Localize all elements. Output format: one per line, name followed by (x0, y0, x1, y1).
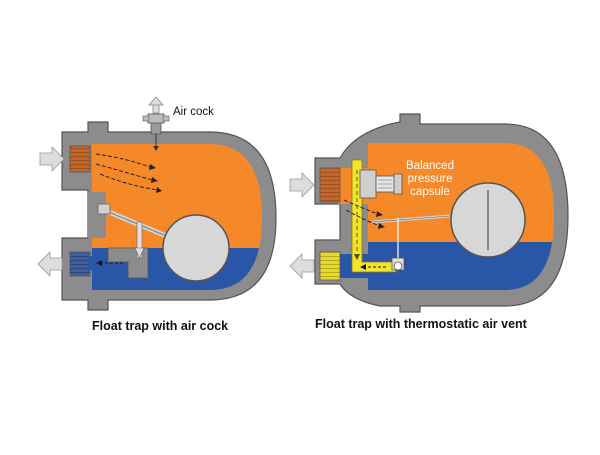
balanced-pressure-capsule (359, 169, 403, 199)
air-cock-label: Air cock (173, 106, 214, 118)
right-diagram-caption: Float trap with thermostatic air vent (315, 317, 527, 331)
capsule-label-line-3: capsule (410, 186, 450, 198)
left-outlet-thread (69, 251, 91, 277)
left-body-web (88, 192, 106, 238)
capsule-label-line-2: pressure (407, 173, 453, 185)
air-cock (142, 113, 170, 151)
left-float-trap (37, 96, 277, 311)
right-flow-arrow-icon (343, 199, 381, 227)
capsule-label-line-1: Balanced (406, 160, 454, 172)
left-inlet-arrow-icon (39, 146, 65, 172)
right-inlet-thread (319, 167, 341, 203)
left-outlet-arrow-icon (37, 251, 63, 277)
air-cock-vent-arrow-icon (148, 96, 164, 114)
left-inlet-thread (69, 145, 91, 173)
capsule-label: Balanced pressure capsule (398, 160, 462, 199)
left-arm-pivot (97, 203, 111, 215)
right-outlet-arrow-icon (289, 253, 315, 279)
left-float-ball (162, 214, 230, 282)
right-outlet-thread (319, 251, 341, 281)
right-float-trap (289, 113, 569, 313)
right-inlet-arrow-icon (289, 172, 315, 198)
left-flow-arrow-icon (95, 153, 159, 191)
left-diagram-caption: Float trap with air cock (92, 319, 229, 333)
